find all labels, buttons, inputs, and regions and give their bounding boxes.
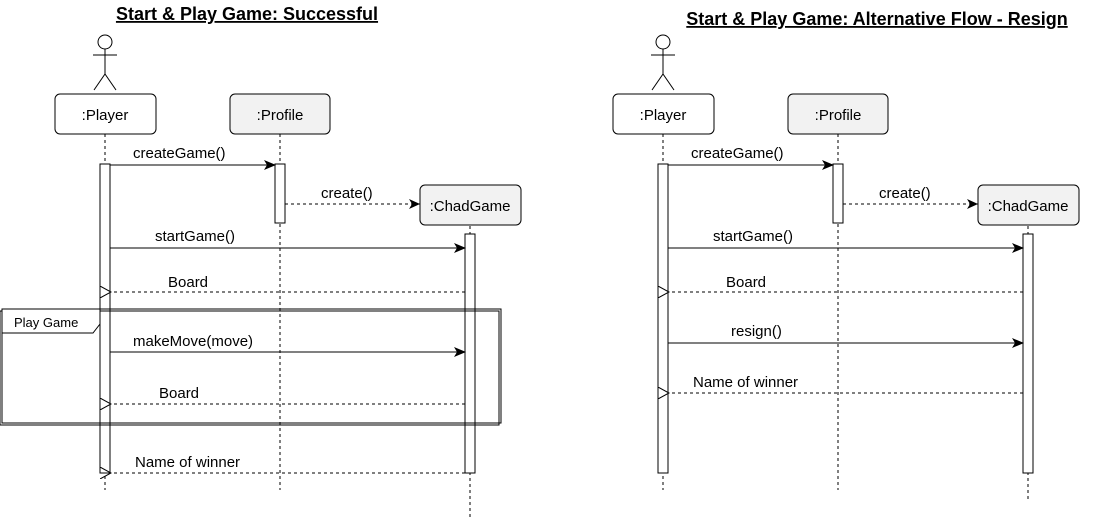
message-resign: resign() — [668, 323, 1024, 348]
participant-profile: :Profile — [787, 93, 889, 135]
diagram-title: Start & Play Game: Successful — [116, 4, 378, 24]
activation-chadgame — [464, 233, 476, 474]
svg-text:Play Game: Play Game — [14, 315, 78, 330]
message-creategame: createGame() — [110, 145, 276, 170]
svg-text::ChadGame: :ChadGame — [430, 198, 511, 215]
participant-profile: :Profile — [229, 93, 331, 135]
svg-text:Name of winner: Name of winner — [693, 374, 798, 391]
svg-text::Profile: :Profile — [815, 107, 862, 124]
svg-text:startGame(): startGame() — [155, 228, 235, 245]
activation-chadgame — [1022, 233, 1034, 474]
message-startgame: startGame() — [668, 228, 1024, 253]
fragment-play-game: Play Game — [0, 308, 502, 426]
svg-text:createGame(): createGame() — [133, 145, 226, 162]
activation-player — [99, 163, 111, 474]
svg-text:Board: Board — [726, 274, 766, 291]
participant-chadgame: :ChadGame — [977, 184, 1080, 226]
message-makemove: makeMove(move) — [110, 333, 466, 357]
message-startgame: startGame() — [110, 228, 466, 253]
message-board-return-2: Board — [111, 385, 465, 404]
message-create: create() — [285, 185, 420, 209]
svg-text:Board: Board — [168, 274, 208, 291]
message-winner-return: Name of winner — [111, 454, 465, 473]
svg-text:Board: Board — [159, 385, 199, 402]
svg-text::Profile: :Profile — [257, 107, 304, 124]
activation-profile — [832, 163, 844, 224]
message-creategame: createGame() — [668, 145, 834, 170]
svg-text:Name of winner: Name of winner — [135, 454, 240, 471]
actor-icon — [93, 34, 117, 91]
svg-text::ChadGame: :ChadGame — [988, 198, 1069, 215]
activation-profile — [274, 163, 286, 224]
svg-text:createGame(): createGame() — [691, 145, 784, 162]
diagram-successful: Start & Play Game: Successful :Player :P… — [0, 4, 522, 520]
svg-text:create(): create() — [879, 185, 931, 202]
svg-text:resign(): resign() — [731, 323, 782, 340]
participant-player: :Player — [612, 93, 715, 135]
message-create: create() — [843, 185, 978, 209]
message-board-return: Board — [669, 274, 1023, 292]
message-board-return: Board — [111, 274, 465, 292]
svg-text:makeMove(move): makeMove(move) — [133, 333, 253, 350]
diagram-resign: Start & Play Game: Alternative Flow - Re… — [612, 9, 1080, 500]
svg-text:startGame(): startGame() — [713, 228, 793, 245]
activation-player — [657, 163, 669, 474]
participant-player: :Player — [54, 93, 157, 135]
svg-text::Player: :Player — [640, 107, 687, 124]
participant-chadgame: :ChadGame — [419, 184, 522, 226]
svg-text:create(): create() — [321, 185, 373, 202]
actor-icon — [651, 34, 675, 91]
svg-text::Player: :Player — [82, 107, 129, 124]
message-winner-return: Name of winner — [669, 374, 1023, 393]
diagram-title: Start & Play Game: Alternative Flow - Re… — [686, 9, 1067, 29]
